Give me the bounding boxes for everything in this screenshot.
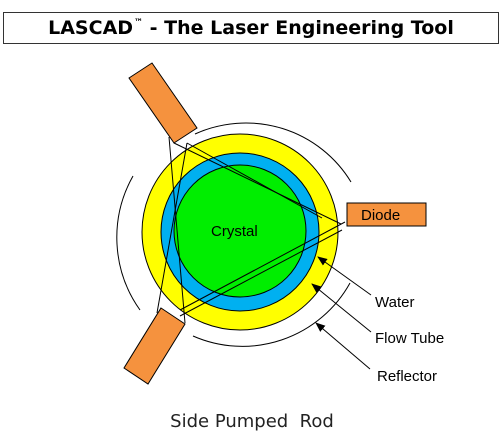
flow-tube-label: Flow Tube [375, 330, 444, 347]
title-box: LASCAD™ - The Laser Engineering Tool [3, 12, 499, 44]
water-label: Water [375, 294, 414, 311]
title-rest: - The Laser Engineering Tool [143, 17, 454, 39]
reflector-pointer-arrow [315, 322, 371, 370]
water-pointer-arrow [317, 256, 372, 296]
reflector-arc-left [116, 175, 141, 311]
title-brand: LASCAD [48, 17, 134, 39]
diode-label: Diode [361, 207, 400, 224]
crystal-circle [173, 164, 307, 298]
beam-line [156, 142, 188, 314]
beam-line [179, 221, 346, 311]
beam-line [186, 142, 323, 219]
beam-line [168, 136, 186, 324]
diode-bar-right [346, 202, 427, 227]
diode-bar-lower-left [123, 307, 186, 385]
diagram-caption: Side Pumped Rod [170, 411, 334, 432]
beam-line [179, 229, 343, 317]
diode-bar-upper-left [128, 62, 198, 144]
page-title: LASCAD™ - The Laser Engineering Tool [48, 17, 454, 39]
reflector-label: Reflector [377, 368, 437, 385]
beam-line [173, 142, 342, 225]
trademark-symbol: ™ [134, 18, 144, 28]
reflector-arc-bottom [192, 282, 351, 347]
reflector-arc-top [194, 122, 352, 183]
pump-beam-lines [156, 136, 346, 324]
crystal-label: Crystal [211, 223, 258, 240]
flow-tube-pointer-arrow [311, 283, 372, 333]
